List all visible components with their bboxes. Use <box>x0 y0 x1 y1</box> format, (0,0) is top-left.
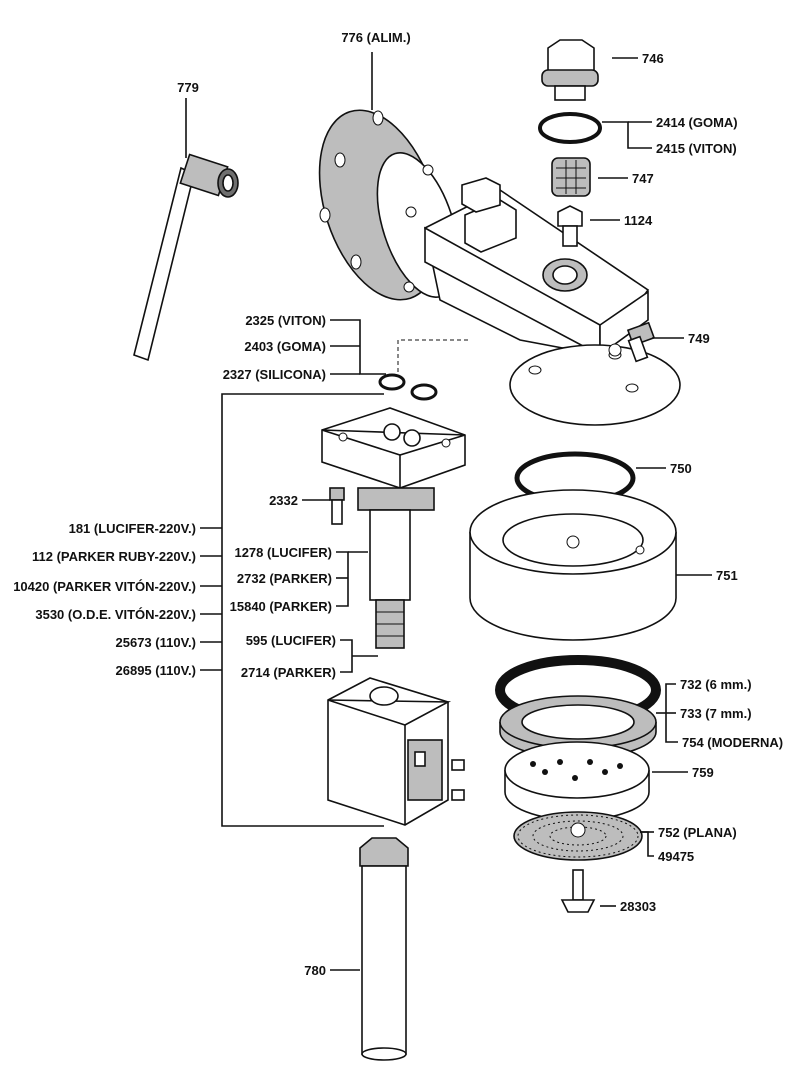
tube-780-icon <box>359 837 409 1061</box>
label-750: 750 <box>670 461 692 476</box>
label-3530: 3530 (O.D.E. VITÓN-220V.) <box>35 607 196 622</box>
label-2714: 2714 (PARKER) <box>241 665 336 680</box>
leader-lines <box>185 52 712 971</box>
screw-2332-icon <box>329 487 345 525</box>
shower-screen-752-icon <box>513 811 643 861</box>
label-779: 779 <box>177 80 199 95</box>
label-595: 595 (LUCIFER) <box>246 633 336 648</box>
label-746: 746 <box>642 51 664 66</box>
label-28303: 28303 <box>620 899 656 914</box>
label-2327: 2327 (SILICONA) <box>223 367 326 382</box>
label-25673: 25673 (110V.) <box>116 635 196 650</box>
label-49475: 49475 <box>658 849 694 864</box>
o-rings-2325-icon <box>378 339 468 401</box>
part-labels: 776 (ALIM.) 779 746 2414 (GOMA) 2415 (VI… <box>13 30 783 978</box>
label-776: 776 (ALIM.) <box>341 30 410 45</box>
label-751: 751 <box>716 568 738 583</box>
label-2332: 2332 <box>269 493 298 508</box>
label-181: 181 (LUCIFER-220V.) <box>69 521 196 536</box>
label-2414: 2414 (GOMA) <box>656 115 738 130</box>
label-2732: 2732 (PARKER) <box>237 571 332 586</box>
label-15840: 15840 (PARKER) <box>230 599 332 614</box>
o-ring-2414-icon <box>538 112 602 144</box>
label-733: 733 (7 mm.) <box>680 706 752 721</box>
jet-1124-icon <box>557 205 583 247</box>
filter-747-icon <box>551 157 591 197</box>
label-752: 752 (PLANA) <box>658 825 737 840</box>
coil-icon <box>327 677 465 826</box>
diffuser-759-icon <box>504 741 650 821</box>
bell-751-icon <box>469 489 677 641</box>
label-2415: 2415 (VITON) <box>656 141 737 156</box>
label-754: 754 (MODERNA) <box>682 735 783 750</box>
label-10420: 10420 (PARKER VITÓN-220V.) <box>13 579 196 594</box>
label-747: 747 <box>632 171 654 186</box>
valve-assembly-icon <box>321 407 466 649</box>
label-759: 759 <box>692 765 714 780</box>
group-body-776-icon <box>318 109 681 426</box>
label-2325: 2325 (VITON) <box>245 313 326 328</box>
label-112: 112 (PARKER RUBY-220V.) <box>32 549 196 564</box>
cap-nut-746-icon <box>541 39 599 101</box>
label-1278: 1278 (LUCIFER) <box>234 545 332 560</box>
label-2403: 2403 (GOMA) <box>244 339 326 354</box>
label-1124: 1124 <box>624 213 653 228</box>
screw-28303-icon <box>560 869 596 913</box>
label-26895: 26895 (110V.) <box>116 663 196 678</box>
label-749: 749 <box>688 331 710 346</box>
pipe-779-icon <box>133 153 239 362</box>
label-732: 732 (6 mm.) <box>680 677 752 692</box>
screw-749-icon <box>626 321 656 363</box>
label-780: 780 <box>304 963 326 978</box>
